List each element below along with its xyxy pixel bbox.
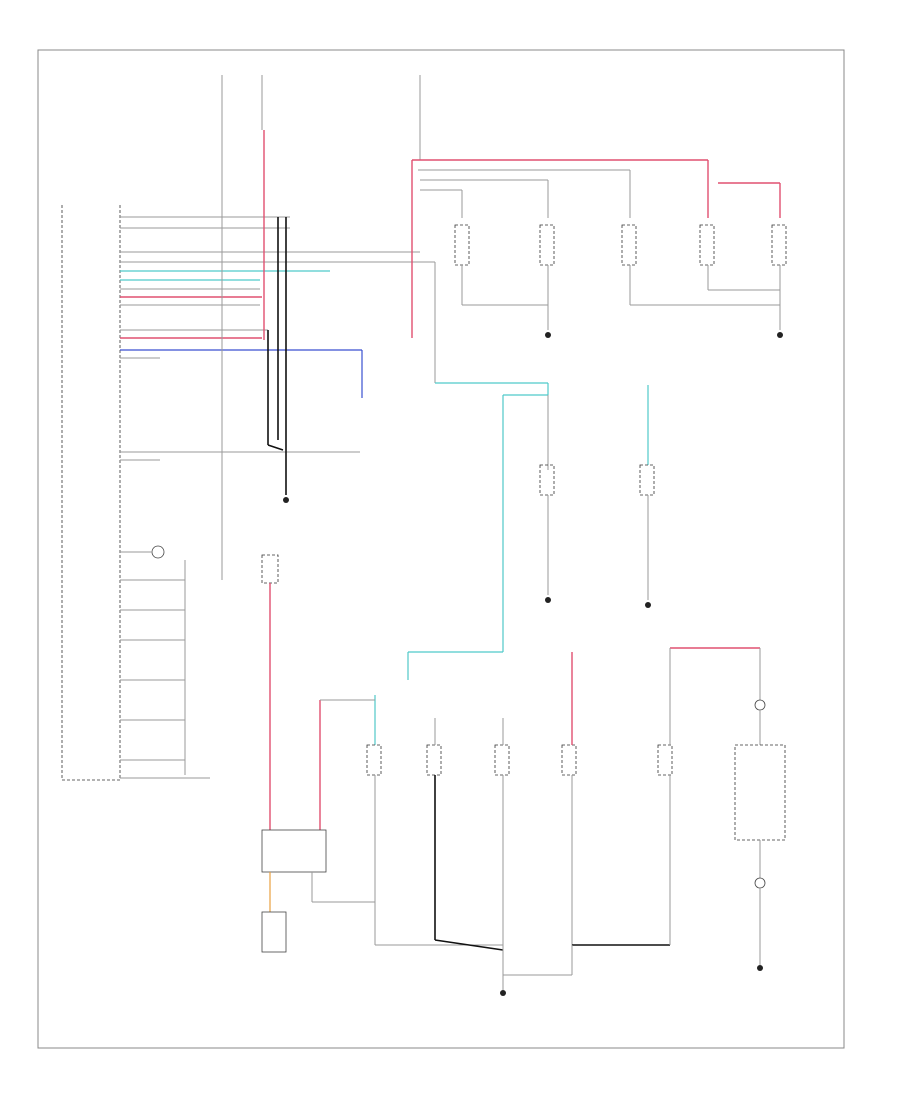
top-components xyxy=(454,224,787,338)
center-components xyxy=(539,385,655,608)
lower-switch-row xyxy=(320,647,760,996)
lamp-circuit-left xyxy=(261,554,375,953)
module-switches xyxy=(120,545,210,779)
main-harness xyxy=(411,159,781,338)
lamp-circuit-right xyxy=(734,648,786,971)
lighting-control-module xyxy=(61,205,121,781)
module-to-harness xyxy=(361,262,549,652)
module-pins xyxy=(120,216,435,461)
black-harness xyxy=(267,217,289,503)
diagram-frame xyxy=(37,49,845,1049)
fuse-feeds xyxy=(221,75,421,580)
